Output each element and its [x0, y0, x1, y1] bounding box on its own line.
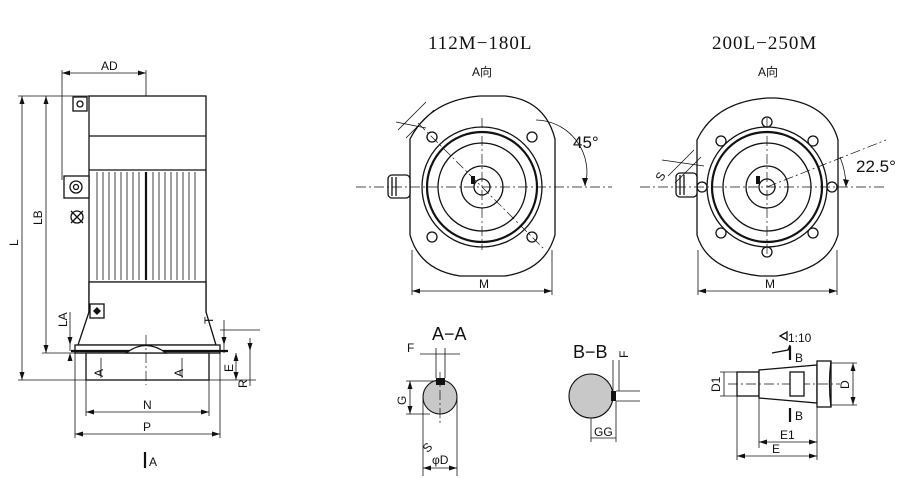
- angle-small: 45°: [573, 133, 599, 152]
- dim-e-shaft: E: [772, 442, 780, 456]
- dim-lb: LB: [31, 210, 45, 225]
- dim-m-small: M: [479, 277, 489, 291]
- section-mark-a-left: A: [92, 369, 106, 377]
- dim-m-large: M: [765, 277, 775, 291]
- dim-s-large: S: [652, 170, 668, 184]
- flange-small-view: A向: [472, 64, 492, 79]
- dim-f-aa: F: [407, 341, 414, 355]
- flange-large-title: 200L−250M: [712, 33, 817, 54]
- section-mark-b-bottom: B: [795, 409, 803, 423]
- dim-ad: AD: [101, 59, 118, 73]
- section-aa: A−A F G φD: [395, 324, 467, 476]
- tapered-shaft: 1:10 B B D1 D E1 E: [709, 330, 857, 460]
- section-mark-a-right: A: [172, 369, 186, 377]
- view-mark-a: A: [149, 455, 157, 469]
- section-bb: B−B F GG: [568, 342, 640, 442]
- lifting-eye: [72, 96, 88, 112]
- angle-large: 22.5°: [856, 157, 896, 176]
- dim-r: R: [236, 379, 250, 388]
- flange-view-small: 112M−180L A向 S 45° M: [356, 33, 612, 455]
- dim-t: T: [202, 316, 216, 324]
- dim-g-bb: GG: [594, 425, 613, 439]
- taper-ratio: 1:10: [788, 331, 812, 345]
- cooling-fins: [89, 172, 206, 283]
- terminal-box-small: [387, 174, 411, 199]
- dim-l: L: [7, 239, 21, 246]
- dim-g-aa: G: [395, 396, 409, 405]
- shaft-section-bb: [568, 373, 614, 419]
- dim-n: N: [143, 398, 152, 412]
- flange-large-view: A向: [758, 64, 778, 79]
- flange-view-large: 200L−250M A向 S 22.5°: [640, 33, 896, 295]
- section-aa-title: A−A: [432, 324, 467, 344]
- section-mark-b-top: B: [795, 351, 803, 365]
- earth-bolt: [70, 210, 84, 224]
- front-view: AD L LB LA T E R A A: [7, 59, 260, 469]
- terminal-box-large: [675, 172, 698, 198]
- flange-small-title: 112M−180L: [428, 33, 533, 54]
- dim-d-aa: φD: [432, 453, 449, 467]
- dim-d-shaft: D: [838, 380, 852, 389]
- dim-p: P: [143, 420, 151, 434]
- dim-f-bb: F: [617, 351, 631, 358]
- dim-e1: E1: [780, 428, 795, 442]
- dim-e: E: [222, 364, 236, 372]
- dim-d1: D1: [709, 376, 723, 392]
- flange-plate: [409, 95, 556, 277]
- section-bb-title: B−B: [573, 342, 608, 362]
- dim-la: LA: [56, 312, 70, 327]
- terminal-box: [63, 175, 90, 199]
